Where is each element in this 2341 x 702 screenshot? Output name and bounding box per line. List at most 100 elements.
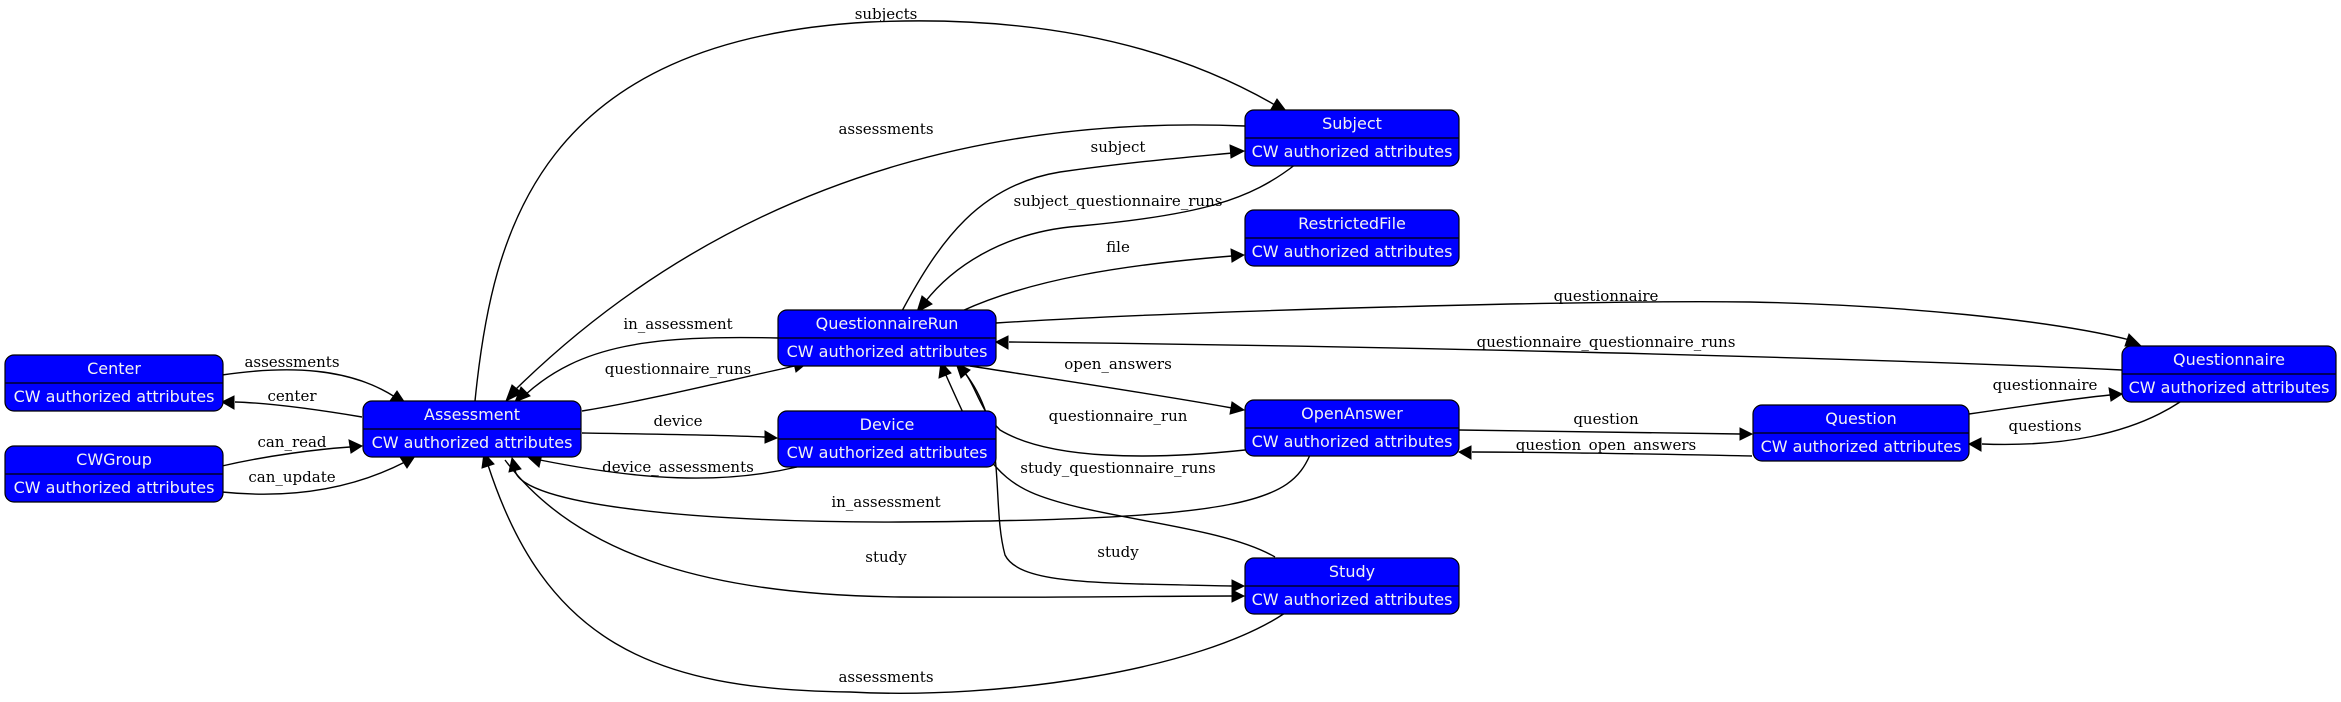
label-can-read: can_read [257,433,326,451]
label-in-assessment-oa: in_assessment [831,493,940,511]
label-can-update: can_update [248,468,335,486]
edge-questionnaire-runs [581,365,796,412]
node-questionnairerun[interactable]: QuestionnaireRun CW authorized attribute… [777,309,997,367]
node-device-title: Device [860,415,915,434]
arrow-questionnaire [2124,333,2143,347]
arrow-in-assessment-qr [514,386,531,403]
nodes: Center CW authorized attributes CWGroup … [4,109,2337,615]
label-subjects: subjects [855,5,918,23]
node-restrictedfile[interactable]: RestrictedFile CW authorized attributes [1244,209,1460,267]
arrow-assessments-subject [505,384,523,403]
arrow-question-open-answers [1457,445,1472,460]
node-openanswer-attrs: CW authorized attributes [1252,432,1453,451]
edge-questions [1981,401,2181,446]
arrow-question [1739,427,1754,441]
node-assessment-title: Assessment [424,405,520,424]
edge-open-answers [969,365,1233,409]
label-study-questionnaire-runs: study_questionnaire_runs [1020,459,1215,477]
edge-labels: subjects assessments subject subject_que… [244,5,2097,686]
node-openanswer[interactable]: OpenAnswer CW authorized attributes [1244,399,1460,457]
edge-question-open-answers [1471,451,1753,457]
edge-study-assessment [504,459,1233,598]
edges [220,20,2181,694]
label-questionnaire-q: questionnaire [1993,376,2098,394]
node-assessment[interactable]: Assessment CW authorized attributes [362,400,582,458]
edge-subjects [474,20,1276,402]
edge-can-update [221,461,406,495]
arrow-can-read [348,439,364,454]
node-center-attrs: CW authorized attributes [14,387,215,406]
node-restrictedfile-title: RestrictedFile [1298,214,1406,233]
label-open-answers: open_answers [1064,355,1172,373]
edge-device-assessments [539,459,798,479]
label-question: question [1573,410,1639,428]
arrow-questionnaire-questionnaire-runs [994,335,1009,350]
label-study-qr: study [1097,543,1139,561]
label-assessments-center: assessments [244,353,339,371]
label-assessments-study: assessments [838,668,933,686]
edge-questionnaire [995,301,2131,341]
arrow-center [220,395,235,410]
arrow-subject-questionnaire-runs [916,295,933,314]
label-questionnaire-runs: questionnaire_runs [605,360,752,378]
node-questionnaire-attrs: CW authorized attributes [2129,378,2330,397]
label-question-open-answers: question_open_answers [1516,436,1696,454]
arrow-study-assessment [1231,589,1246,603]
arrow-device [764,430,779,444]
edge-assessments-center [221,369,396,398]
node-cwgroup[interactable]: CWGroup CW authorized attributes [4,445,224,503]
label-device: device [653,412,702,430]
edge-subject-questionnaire-runs [924,163,1297,303]
arrow-questions [1967,437,1982,452]
node-subject-title: Subject [1322,114,1382,133]
label-questionnaire-questionnaire-runs: questionnaire_questionnaire_runs [1477,333,1736,351]
node-center-title: Center [87,359,141,378]
node-questionnairerun-title: QuestionnaireRun [816,314,959,333]
label-questionnaire-run: questionnaire_run [1049,407,1188,425]
node-center[interactable]: Center CW authorized attributes [4,354,224,412]
label-center: center [267,387,317,405]
edge-questionnaire-questionnaire-runs [1008,341,2123,371]
edge-device [581,432,766,438]
label-device-assessments: device_assessments [602,458,754,476]
arrow-questionnaire-q [2108,387,2124,402]
node-question-title: Question [1825,409,1897,428]
node-questionnaire[interactable]: Questionnaire CW authorized attributes [2121,345,2337,403]
edge-file [961,255,1233,312]
node-assessment-attrs: CW authorized attributes [372,433,573,452]
edge-center [234,401,363,418]
node-cwgroup-title: CWGroup [76,450,152,469]
label-questionnaire: questionnaire [1554,287,1659,305]
edge-can-read [221,446,351,467]
label-in-assessment-qr: in_assessment [623,315,732,333]
label-file: file [1106,238,1130,256]
arrow-study-qr [1231,579,1246,593]
edge-assessments-study [487,464,1286,694]
node-subject-attrs: CW authorized attributes [1252,142,1453,161]
node-question-attrs: CW authorized attributes [1761,437,1962,456]
node-cwgroup-attrs: CW authorized attributes [14,478,215,497]
node-study[interactable]: Study CW authorized attributes [1244,557,1460,615]
node-questionnairerun-attrs: CW authorized attributes [787,342,988,361]
node-openanswer-title: OpenAnswer [1301,404,1403,423]
arrow-subjects [1269,98,1287,112]
label-assessments-subject: assessments [838,120,933,138]
edge-in-assessment-oa [514,454,1311,523]
label-questions: questions [2008,417,2081,435]
arrow-file [1230,248,1246,263]
label-subject-questionnaire-runs: subject_questionnaire_runs [1014,192,1223,210]
arrow-subject [1229,144,1246,159]
node-question[interactable]: Question CW authorized attributes [1752,404,1970,462]
node-study-attrs: CW authorized attributes [1252,590,1453,609]
node-subject[interactable]: Subject CW authorized attributes [1244,109,1460,167]
node-device[interactable]: Device CW authorized attributes [777,410,997,468]
edge-questionnaire-run [964,372,1246,457]
node-questionnaire-title: Questionnaire [2173,350,2285,369]
label-study-assessment: study [865,548,907,566]
arrow-open-answers [1229,401,1246,415]
node-restrictedfile-attrs: CW authorized attributes [1252,242,1453,261]
edge-questionnaire-q [1968,394,2111,415]
edge-question [1458,429,1741,435]
node-device-attrs: CW authorized attributes [787,443,988,462]
